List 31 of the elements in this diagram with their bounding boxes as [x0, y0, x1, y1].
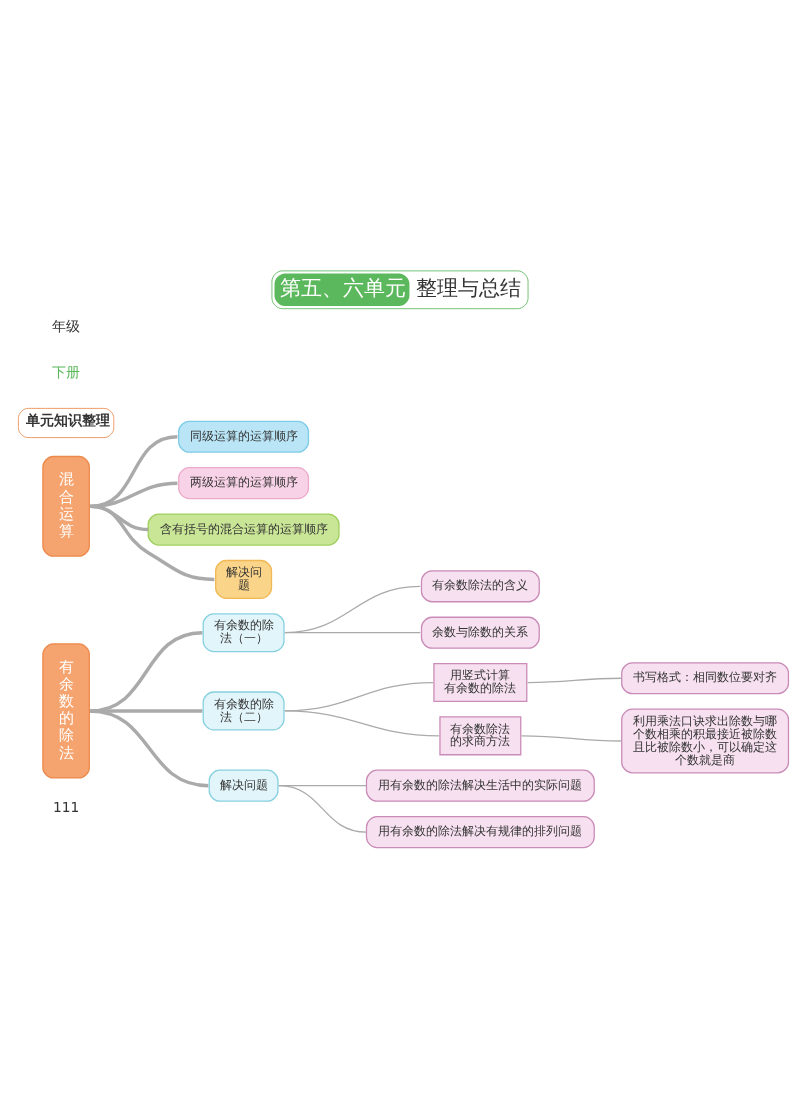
node-box: 有余数的除法	[42, 642, 90, 779]
connector	[527, 677, 623, 683]
node-box: 有余数的除法（二）	[202, 690, 285, 730]
node-box: 解决问题	[215, 559, 273, 599]
connector	[89, 434, 178, 508]
node-box: 用有余数的除法解决有规律的排列问题	[365, 815, 595, 848]
connector	[520, 734, 623, 742]
connector	[90, 504, 215, 581]
connector	[284, 631, 421, 633]
node-box: 同级运算的运算顺序	[178, 420, 310, 453]
connector	[284, 709, 440, 736]
label: 单元知识整理	[25, 411, 110, 428]
node-box: 含有括号的混合运算的运算顺序	[147, 512, 340, 546]
node-box: 解决问题	[208, 769, 279, 802]
connector	[278, 784, 368, 833]
node-box: 两级运算的运算顺序	[178, 466, 310, 499]
node-box: 有余数除法的求商方法	[439, 715, 522, 755]
diagram-title: 第五、六单元 整理与总结	[279, 275, 522, 300]
node-box: 利用乘法口诀求出除数与哪个数相乘的积最接近被除数且比被除数小，可以确定这个数就是商	[621, 708, 790, 773]
connector	[90, 708, 209, 787]
label: 下册	[52, 363, 81, 380]
label: 年级	[52, 317, 81, 334]
node-box: 混合运算	[42, 455, 90, 557]
node-box: 有余数的除法（一）	[202, 612, 285, 652]
node-box: 用有余数的除法解决生活中的实际问题	[365, 769, 595, 802]
label: 111	[52, 798, 80, 815]
node-box: 书写格式：相同数位要对齐	[621, 661, 790, 694]
connector	[284, 585, 421, 633]
node-box: 余数与除数的关系	[420, 616, 540, 649]
node-box: 用竖式计算有余数的除法	[433, 662, 528, 702]
node-box: 有余数除法的含义	[420, 569, 540, 602]
